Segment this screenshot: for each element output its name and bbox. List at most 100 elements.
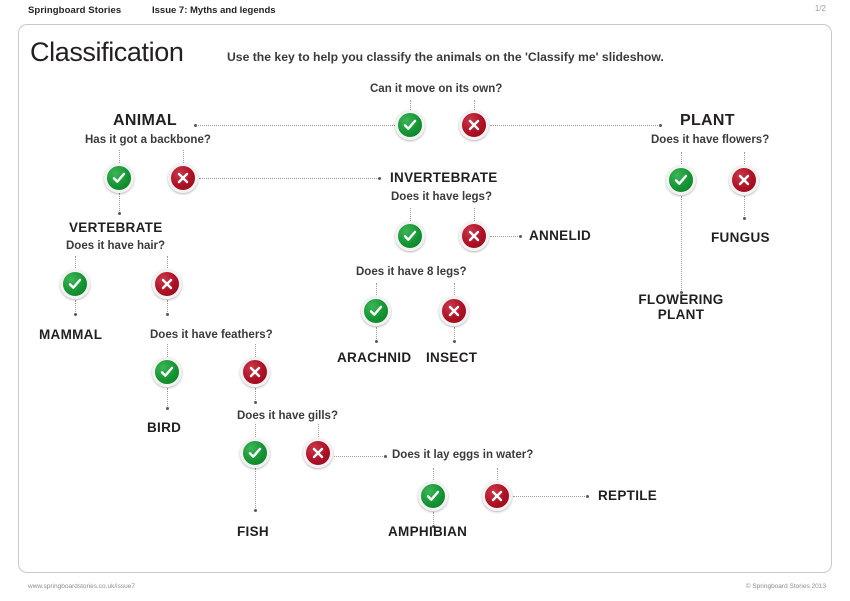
question-does-it-have-legs: Does it have legs? <box>391 191 492 203</box>
label-invertebrate: INVERTEBRATE <box>390 170 498 185</box>
connector-animal <box>196 125 395 126</box>
connector-flowers-no <box>744 152 745 166</box>
connector-backbone-yes <box>119 150 120 165</box>
label-reptile: REPTILE <box>598 488 658 503</box>
connector-dot-animal <box>194 124 197 127</box>
connector-dot-invertebrate <box>378 177 381 180</box>
connector-8legs-yes <box>376 283 377 297</box>
connector-eggs-yes <box>433 468 434 482</box>
node-yes-does-it-have-legs[interactable] <box>395 221 425 251</box>
connector-feathers-stem <box>167 300 168 314</box>
check-icon <box>67 276 83 292</box>
connector-dot-fungus <box>743 217 746 220</box>
node-yes-does-it-have-8-legs[interactable] <box>361 296 391 326</box>
label-fungus: FUNGUS <box>711 230 770 245</box>
node-no-does-it-have-8-legs[interactable] <box>439 296 469 326</box>
cross-icon <box>247 364 263 380</box>
node-yes-does-it-have-gills[interactable] <box>240 438 270 468</box>
node-no-has-backbone[interactable] <box>168 163 198 193</box>
label-animal: ANIMAL <box>113 112 178 129</box>
check-icon <box>368 303 384 319</box>
connector-dot-feathers <box>166 313 169 316</box>
footer-url[interactable]: www.springboardstories.co.uk/issue7 <box>28 583 135 590</box>
brand-name: Springboard Stories <box>28 5 122 16</box>
page-title: Classification <box>30 37 184 67</box>
connector-vertebrate <box>119 193 120 213</box>
question-does-it-lay-eggs-in-water: Does it lay eggs in water? <box>392 449 534 461</box>
label-vertebrate: VERTEBRATE <box>69 220 163 235</box>
connector-dot-bird <box>166 407 169 410</box>
connector-bird <box>167 388 168 408</box>
connector-dot-insect <box>453 340 456 343</box>
connector-gills-yes <box>255 424 256 439</box>
connector-invertebrate <box>199 178 379 179</box>
connector-legs-no <box>474 208 475 221</box>
check-icon <box>402 228 418 244</box>
node-yes-has-backbone[interactable] <box>104 163 134 193</box>
check-icon <box>247 445 263 461</box>
node-yes-does-it-lay-eggs-in-water[interactable] <box>418 481 448 511</box>
node-no-does-it-lay-eggs-in-water[interactable] <box>482 481 512 511</box>
connector-gills-no <box>318 424 319 439</box>
connector-dot-arachnid <box>375 340 378 343</box>
connector-reptile <box>513 496 587 497</box>
worksheet-card <box>18 24 832 573</box>
question-does-it-have-gills: Does it have gills? <box>237 410 338 422</box>
connector-fish <box>255 468 256 510</box>
connector-plant <box>490 125 660 126</box>
connector-dot-plant <box>659 124 662 127</box>
check-icon <box>159 364 175 380</box>
connector-mammal <box>75 300 76 314</box>
node-yes-does-it-have-hair[interactable] <box>60 269 90 299</box>
footer-copyright: © Springboard Stories 2013 <box>745 583 826 590</box>
connector-eggs-no <box>497 468 498 482</box>
connector-8legs-no <box>454 283 455 297</box>
node-yes-does-it-have-feathers[interactable] <box>152 357 182 387</box>
node-no-does-it-have-feathers[interactable] <box>240 357 270 387</box>
connector-root-no-stem <box>474 100 475 112</box>
connector-dot-annelid <box>519 235 522 238</box>
connector-gills-stem <box>255 388 256 402</box>
connector-eggs <box>334 456 385 457</box>
check-icon <box>111 170 127 186</box>
connector-insect <box>454 327 455 341</box>
connector-hair-yes <box>75 256 76 270</box>
page-number: 1/2 <box>814 4 826 13</box>
question-does-it-have-feathers: Does it have feathers? <box>150 329 273 341</box>
node-no-can-it-move[interactable] <box>459 110 489 140</box>
connector-dot-gills <box>254 401 257 404</box>
label-flowering-plant: FLOWERING PLANT <box>638 292 724 322</box>
check-icon <box>425 488 441 504</box>
label-plant: PLANT <box>680 112 735 129</box>
connector-hair-no <box>167 256 168 270</box>
connector-dot-reptile <box>586 495 589 498</box>
node-no-does-it-have-hair[interactable] <box>152 269 182 299</box>
connector-amphibian <box>433 512 434 526</box>
connector-dot-fish <box>254 509 257 512</box>
node-yes-can-it-move[interactable] <box>395 110 425 140</box>
label-bird: BIRD <box>147 420 182 435</box>
connector-dot-mammal <box>74 313 77 316</box>
label-mammal: MAMMAL <box>39 327 103 342</box>
node-yes-does-it-have-flowers[interactable] <box>666 165 696 195</box>
connector-arachnid <box>376 327 377 341</box>
connector-flowering-plant <box>681 196 682 292</box>
document-topbar: Springboard Stories Issue 7: Myths and l… <box>0 0 850 22</box>
check-icon <box>402 117 418 133</box>
connector-fungus <box>744 196 745 218</box>
cross-icon <box>466 117 482 133</box>
connector-annelid <box>490 236 520 237</box>
question-does-it-have-flowers: Does it have flowers? <box>651 134 770 146</box>
node-no-does-it-have-legs[interactable] <box>459 221 489 251</box>
cross-icon <box>446 303 462 319</box>
question-does-it-have-hair: Does it have hair? <box>66 240 166 252</box>
cross-icon <box>466 228 482 244</box>
label-annelid: ANNELID <box>529 228 592 243</box>
cross-icon <box>310 445 326 461</box>
node-no-does-it-have-flowers[interactable] <box>729 165 759 195</box>
label-fish: FISH <box>237 524 269 539</box>
connector-feathers-yes <box>167 344 168 359</box>
issue-title: Issue 7: Myths and legends <box>152 5 276 16</box>
node-no-does-it-have-gills[interactable] <box>303 438 333 468</box>
connector-backbone-no <box>183 150 184 165</box>
